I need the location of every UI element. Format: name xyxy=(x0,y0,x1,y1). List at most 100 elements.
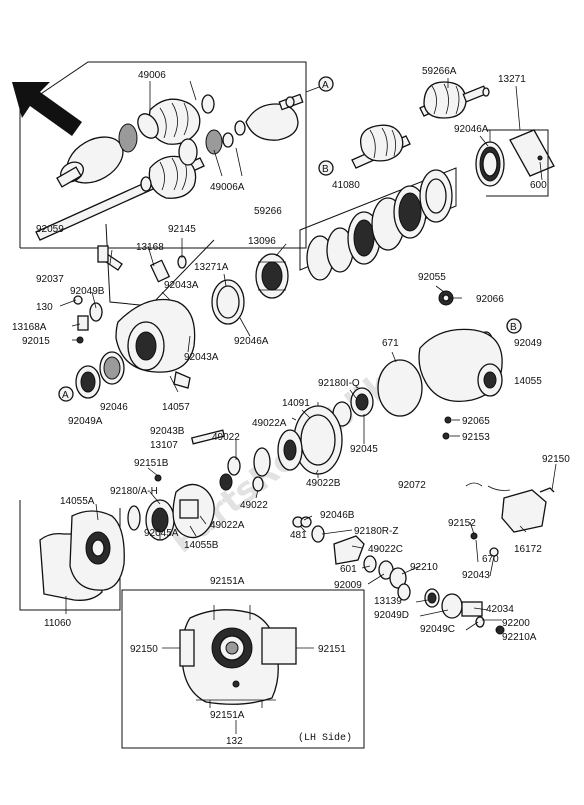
rear-housing-group: B xyxy=(332,290,522,440)
label-92043a-1: 92043A xyxy=(164,280,199,291)
label-13168a: 13168A xyxy=(12,322,47,333)
callout-b-mid-label: B xyxy=(322,164,329,175)
label-49022-2: 49022 xyxy=(240,500,268,511)
callout-a-top-label: A xyxy=(322,80,329,91)
label-601: 601 xyxy=(340,564,357,575)
label-92151b: 92151B xyxy=(134,458,169,469)
label-92049: 92049 xyxy=(514,338,542,349)
label-481: 481 xyxy=(290,530,307,541)
clutch-pack-group: B xyxy=(299,160,457,281)
part-labels: 49006 49006A 59266 59266A 13271 92046A 6… xyxy=(12,66,570,747)
label-13271: 13271 xyxy=(498,74,526,85)
label-92015: 92015 xyxy=(22,336,50,347)
label-42034: 42034 xyxy=(486,604,514,615)
label-92210a: 92210A xyxy=(502,632,537,643)
label-132: 132 xyxy=(226,736,243,747)
label-92043: 92043 xyxy=(462,570,490,581)
label-92059: 92059 xyxy=(36,224,64,235)
leader-lines xyxy=(59,78,557,631)
label-49022-1: 49022 xyxy=(212,432,240,443)
label-92049a: 92049A xyxy=(68,416,103,427)
label-92045: 92045 xyxy=(350,444,378,455)
label-92152: 92152 xyxy=(448,518,476,529)
label-14091: 14091 xyxy=(282,398,310,409)
actuator-16172 xyxy=(501,489,547,533)
label-92066: 92066 xyxy=(476,294,504,305)
label-41080: 41080 xyxy=(332,180,360,191)
label-92200: 92200 xyxy=(502,618,530,629)
label-14055a: 14055A xyxy=(60,496,95,507)
differential-case-group xyxy=(19,474,215,611)
plate-13271 xyxy=(509,129,555,177)
label-92046a-top: 92046A xyxy=(454,124,489,135)
axle-lh-frame xyxy=(19,61,307,249)
label-600: 600 xyxy=(530,180,547,191)
label-49006a: 49006A xyxy=(210,182,245,193)
label-92045a: 92045A xyxy=(144,528,179,539)
label-92043a-2: 92043A xyxy=(184,352,219,363)
ring-gear-group xyxy=(190,402,343,492)
front-axle-rh-group xyxy=(351,81,555,197)
label-49022b: 49022B xyxy=(306,478,341,489)
label-13168: 13168 xyxy=(136,242,164,253)
bearing-cage xyxy=(118,123,138,153)
rh-boot xyxy=(423,81,467,119)
inset-frame xyxy=(121,589,365,749)
label-92037: 92037 xyxy=(36,274,64,285)
label-92180r-z: 92180R-Z xyxy=(354,526,398,537)
label-14057: 14057 xyxy=(162,402,190,413)
callout-a-left-label: A xyxy=(62,390,69,401)
lh-side-inset: (LH Side) xyxy=(121,589,365,749)
front-axle-lh-group xyxy=(19,61,323,249)
label-59266a: 59266A xyxy=(422,66,457,77)
label-92009: 92009 xyxy=(334,580,362,591)
label-49022a-1: 49022A xyxy=(252,418,287,429)
label-130: 130 xyxy=(36,302,53,313)
label-92046b: 92046B xyxy=(320,510,355,521)
label-92151a-bot: 92151A xyxy=(210,710,245,721)
label-92180i-q: 92180I-Q xyxy=(318,378,360,389)
boot-lower xyxy=(148,155,197,199)
label-92150-inset: 92150 xyxy=(130,644,158,655)
outer-cv xyxy=(245,103,299,141)
label-49006: 49006 xyxy=(138,70,166,81)
label-670: 670 xyxy=(482,554,499,565)
label-16172: 16172 xyxy=(514,544,542,555)
boot-upper xyxy=(148,98,201,145)
label-13096: 13096 xyxy=(248,236,276,247)
label-92072: 92072 xyxy=(398,480,426,491)
label-59266: 59266 xyxy=(254,206,282,217)
label-14055b: 14055B xyxy=(184,540,219,551)
callout-a-top xyxy=(318,76,334,92)
label-92049c: 92049C xyxy=(420,624,455,635)
label-92151a-top: 92151A xyxy=(210,576,245,587)
label-49022a-2: 49022A xyxy=(210,520,245,531)
label-14055: 14055 xyxy=(514,376,542,387)
label-92049d: 92049D xyxy=(374,610,409,621)
label-11060: 11060 xyxy=(44,618,72,629)
label-92043b: 92043B xyxy=(150,426,185,437)
label-92151-inset: 92151 xyxy=(318,644,346,655)
label-92055: 92055 xyxy=(418,272,446,283)
pinion-49022c xyxy=(333,535,365,565)
oring-671 xyxy=(377,359,423,417)
label-671: 671 xyxy=(382,338,399,349)
label-13271a: 13271A xyxy=(194,262,229,273)
label-92046: 92046 xyxy=(100,402,128,413)
label-92049b: 92049B xyxy=(70,286,105,297)
label-13139: 13139 xyxy=(374,596,402,607)
label-49022c: 49022C xyxy=(368,544,403,555)
label-92065: 92065 xyxy=(462,416,490,427)
label-92210: 92210 xyxy=(410,562,438,573)
label-92150-r: 92150 xyxy=(542,454,570,465)
inset-actuator xyxy=(261,627,297,665)
label-92145: 92145 xyxy=(168,224,196,235)
front-arrow-icon xyxy=(12,82,82,136)
inset-caption: (LH Side) xyxy=(298,732,352,744)
pinion-group xyxy=(292,482,555,635)
label-92153: 92153 xyxy=(462,432,490,443)
front-housing-group xyxy=(73,223,289,399)
gear-49022a xyxy=(253,447,271,477)
